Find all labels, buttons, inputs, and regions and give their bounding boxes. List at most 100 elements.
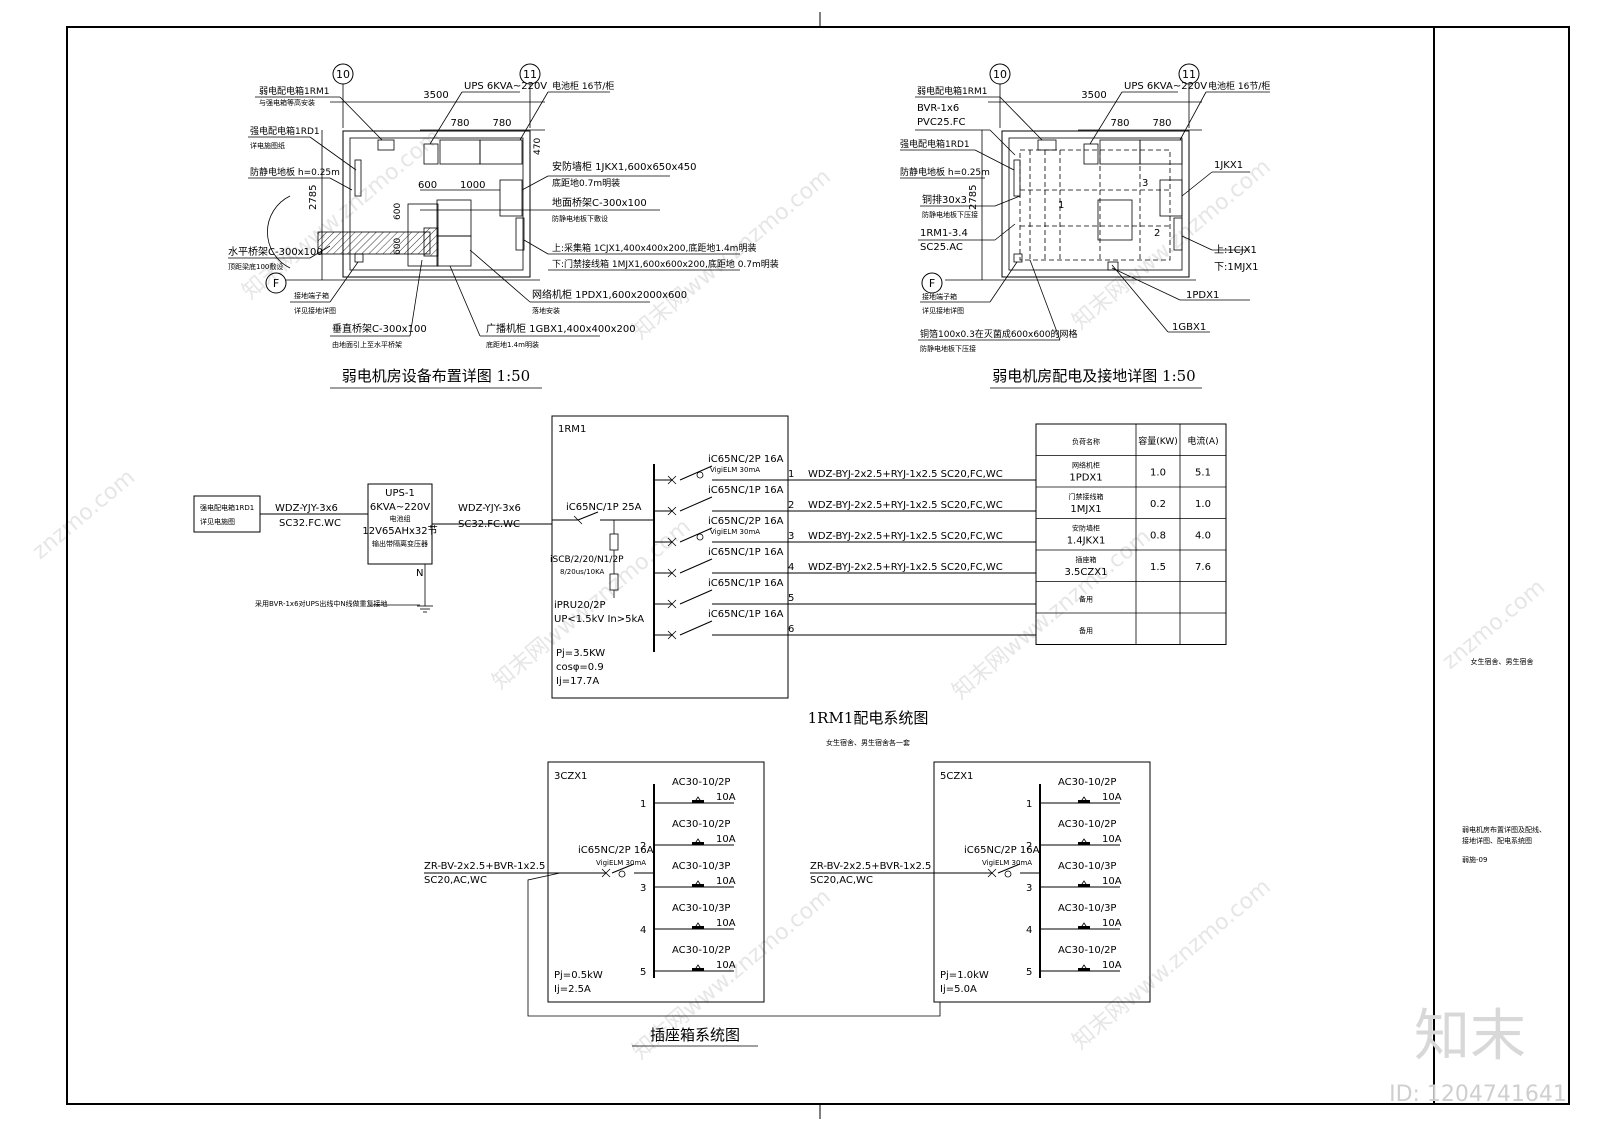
main-breaker: iC65NC/2P 16A bbox=[578, 845, 654, 856]
outlet-number: 5 bbox=[1026, 967, 1032, 978]
annotation: UPS 6KVA~220V bbox=[464, 81, 547, 92]
circuit-number: 3 bbox=[788, 531, 794, 542]
drawing-title: 1RM1配电系统图 bbox=[808, 709, 929, 727]
dimension: 2785 bbox=[308, 185, 319, 210]
dimension: 1000 bbox=[460, 180, 485, 191]
annotation: 强电配电箱1RD1 bbox=[250, 125, 320, 137]
outlet-rating: 10A bbox=[1102, 792, 1122, 803]
table-header: 电流(A) bbox=[1187, 435, 1218, 447]
annotation: 接地端子箱 bbox=[294, 291, 329, 300]
circuit-number: 3 bbox=[1142, 178, 1148, 189]
table-cell: 网络机柜 bbox=[1072, 461, 1100, 470]
annotation-sub: 与强电箱等高安装 bbox=[259, 98, 315, 107]
dimension: 2785 bbox=[968, 185, 979, 210]
system-socket-boxes: 3CZX1ZR-BV-2x2.5+BVR-1x2.5SC20,AC,WCiC65… bbox=[424, 761, 1151, 1017]
dimension: 780 bbox=[1152, 118, 1171, 129]
annotation: UPS 6KVA~220V bbox=[1124, 81, 1207, 92]
table-cell: 4.0 bbox=[1195, 531, 1211, 542]
outlet-type: AC30-10/2P bbox=[672, 945, 730, 956]
annotation: 上:采集箱 1CJX1,400x400x200,底距地1.4m明装 bbox=[552, 242, 756, 254]
annotation-sub: 底距地1.4m明装 bbox=[486, 340, 539, 349]
socket-box: 5CZX1ZR-BV-2x2.5+BVR-1x2.5SC20,AC,WCiC65… bbox=[810, 761, 1151, 1003]
watermark-site: 知末网www.znzmo.com bbox=[948, 524, 1156, 704]
feeder-conduit: SC32.FC.WC bbox=[458, 519, 520, 530]
annotation: 弱电配电箱1RM1 bbox=[917, 85, 987, 97]
annotation: 1JKX1 bbox=[1214, 160, 1243, 171]
box-name: 5CZX1 bbox=[940, 771, 973, 782]
table-cell: 安防墙柜 bbox=[1072, 524, 1100, 533]
annotation-sub: 由地面引上至水平桥架 bbox=[332, 340, 402, 349]
brand-watermark: 知末 ID: 1204741641 bbox=[1389, 1004, 1567, 1107]
drawing-name: 接地详图、配电系统图 bbox=[1462, 836, 1532, 845]
outlet-type: AC30-10/2P bbox=[1058, 777, 1116, 788]
table-cell: 1.0 bbox=[1150, 468, 1166, 479]
outlet-rating: 10A bbox=[716, 960, 736, 971]
project-name: 女生宿舍、男生宿舍 bbox=[1471, 657, 1534, 666]
dimension: 780 bbox=[450, 118, 469, 129]
annotation: PVC25.FC bbox=[917, 117, 966, 128]
axis-label: F bbox=[929, 277, 935, 290]
axis-label: 11 bbox=[1182, 68, 1196, 81]
table-cell: 1.0 bbox=[1195, 499, 1211, 510]
brand-logo: 知末 bbox=[1414, 1004, 1526, 1069]
table-header: 容量(KW) bbox=[1138, 435, 1178, 447]
panel-name: 1RM1 bbox=[558, 424, 586, 435]
annotation: 地面桥架C-300x100 bbox=[552, 196, 647, 209]
table-cell: 3.5CZX1 bbox=[1065, 567, 1108, 578]
spd-model: iPRU20/2P bbox=[554, 600, 606, 611]
outlet-rating: 10A bbox=[1102, 918, 1122, 929]
demand-load: Pj=0.5kW bbox=[554, 970, 603, 981]
feeder-cable: WDZ-YJY-3x6 bbox=[458, 503, 521, 514]
dimension: 600 bbox=[393, 238, 403, 255]
circuit-number: 4 bbox=[788, 562, 794, 573]
outlet-type: AC30-10/2P bbox=[672, 777, 730, 788]
ups-spec: 12V65AHx32节 bbox=[362, 525, 437, 537]
plan-power-grounding: 10 11 F 3500 780 780 2785 1 bbox=[900, 63, 1270, 389]
annotation: 防静电地板 h=0.25m bbox=[250, 166, 340, 178]
outlet-number: 5 bbox=[640, 967, 646, 978]
watermark-site: 知末网www.znzmo.com bbox=[628, 164, 836, 344]
annotation: 上:1CJX1 bbox=[1214, 244, 1257, 256]
watermark-site: 知末网www.znzmo.com bbox=[1068, 874, 1276, 1054]
dimension: 600 bbox=[418, 180, 437, 191]
outlet-number: 2 bbox=[640, 841, 646, 852]
dimension: 780 bbox=[492, 118, 511, 129]
outlet-rating: 10A bbox=[716, 876, 736, 887]
annotation: 1GBX1 bbox=[1172, 322, 1206, 333]
watermark-site: znzmo.com bbox=[28, 465, 140, 565]
outlet-rating: 10A bbox=[716, 792, 736, 803]
outlet-rating: 10A bbox=[716, 834, 736, 845]
annotation: 铜箔100x0.3在灭菌成600x600的网格 bbox=[920, 328, 1078, 340]
annotation: 强电配电箱1RD1 bbox=[900, 138, 970, 150]
feeder-conduit: SC20,AC,WC bbox=[424, 875, 487, 886]
table-cell: 1.4JKX1 bbox=[1067, 536, 1106, 547]
demand-load: Pj=3.5KW bbox=[556, 648, 605, 659]
annotation: 网络机柜 1PDX1,600x2000x600 bbox=[532, 288, 687, 301]
axis-label: 10 bbox=[336, 68, 350, 81]
table-cell: 门禁接线箱 bbox=[1069, 492, 1104, 501]
source-sub: 详见电施图 bbox=[200, 517, 235, 526]
circuit-breaker: iC65NC/2P 16A bbox=[708, 454, 784, 465]
outlet-number: 2 bbox=[1026, 841, 1032, 852]
table-cell: 插座箱 bbox=[1076, 555, 1097, 564]
demand-load: Pj=1.0kW bbox=[940, 970, 989, 981]
drawing-title: 弱电机房配电及接地详图 1:50 bbox=[992, 367, 1195, 385]
drawing-number: 弱施-09 bbox=[1462, 855, 1487, 864]
box-name: 3CZX1 bbox=[554, 771, 587, 782]
circuit-breaker: iC65NC/2P 16A bbox=[708, 516, 784, 527]
annotation-sub: 防静电地板下压接 bbox=[920, 344, 976, 353]
feeder-cable: WDZ-YJY-3x6 bbox=[275, 503, 338, 514]
annotation-sub: 防静电地板下压接 bbox=[922, 210, 978, 219]
outlet-number: 1 bbox=[1026, 799, 1032, 810]
annotation: 防静电地板 h=0.25m bbox=[900, 166, 990, 178]
axis-label: F bbox=[273, 277, 279, 290]
circuit-breaker: iC65NC/1P 16A bbox=[708, 485, 784, 496]
annotation-sub: 顶距梁底100敷设 bbox=[228, 262, 283, 271]
drawing-name: 弱电机房布置详图及配线、 bbox=[1462, 825, 1546, 834]
annotation: 接地端子箱 bbox=[922, 292, 957, 301]
outlet-rating: 10A bbox=[716, 918, 736, 929]
spd-model: iSCB/2/20/N1/2P bbox=[550, 555, 624, 565]
main-breaker: iC65NC/1P 25A bbox=[566, 502, 642, 513]
